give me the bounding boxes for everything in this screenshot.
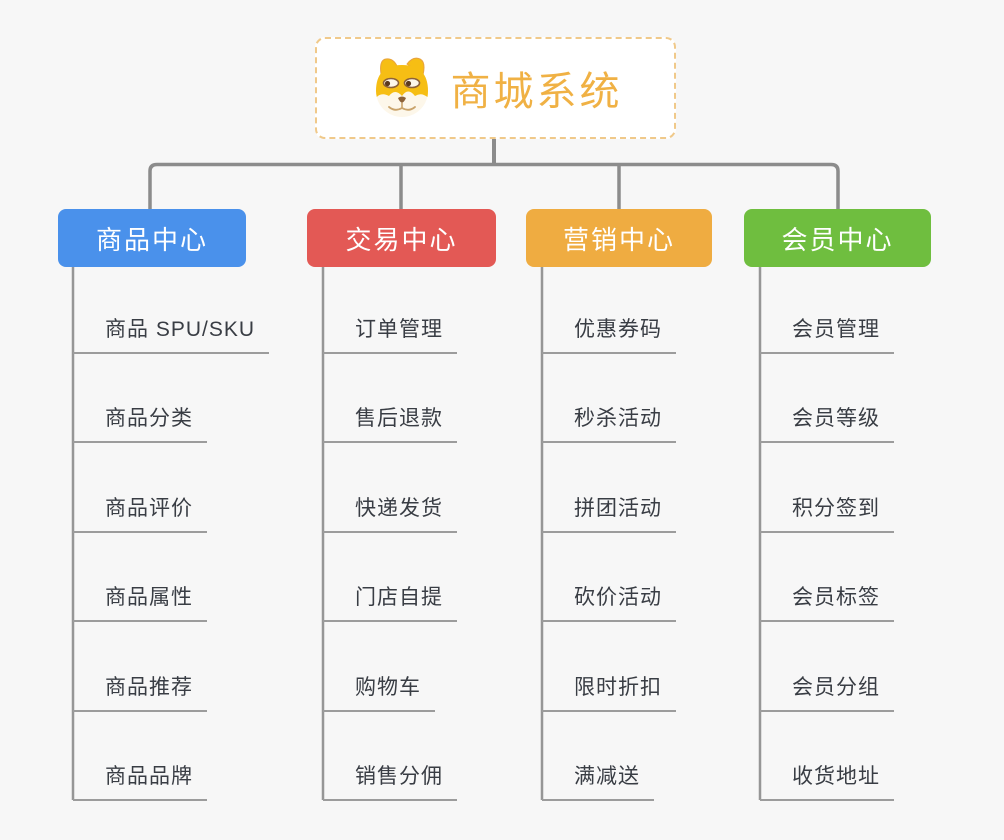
leaf-label: 商品分类	[73, 402, 207, 443]
leaf-node[interactable]: 满减送	[542, 712, 787, 801]
leaf-node[interactable]: 售后退款	[323, 354, 568, 443]
leaf-label: 会员管理	[760, 313, 894, 354]
root-node-mall-system[interactable]: 商城系统	[315, 37, 676, 139]
leaf-label: 购物车	[323, 671, 435, 712]
branch-label: 营销中心	[562, 224, 675, 255]
leaf-node[interactable]: 限时折扣	[542, 622, 787, 712]
leaf-node[interactable]: 砍价活动	[542, 533, 787, 622]
leaf-node[interactable]: 购物车	[323, 622, 568, 712]
leaf-label: 满减送	[542, 760, 654, 801]
leaf-node[interactable]: 优惠券码	[542, 264, 787, 354]
leaf-column-product: 商品 SPU/SKU 商品分类 商品评价 商品属性 商品推荐 商品品牌	[73, 264, 318, 801]
leaf-node[interactable]: 商品评价	[73, 443, 318, 533]
leaf-node[interactable]: 拼团活动	[542, 443, 787, 533]
branch-node-member-center[interactable]: 会员中心	[744, 209, 931, 267]
leaf-label: 销售分佣	[323, 760, 457, 801]
leaf-node[interactable]: 商品推荐	[73, 622, 318, 712]
leaf-column-trade: 订单管理 售后退款 快递发货 门店自提 购物车 销售分佣	[323, 264, 568, 801]
leaf-label: 售后退款	[323, 402, 457, 443]
leaf-label: 商品推荐	[73, 671, 207, 712]
leaf-label: 商品属性	[73, 581, 207, 622]
leaf-label: 商品评价	[73, 492, 207, 533]
leaf-node[interactable]: 订单管理	[323, 264, 568, 354]
leaf-label: 快递发货	[323, 492, 457, 533]
leaf-node[interactable]: 秒杀活动	[542, 354, 787, 443]
leaf-node[interactable]: 收货地址	[760, 712, 1004, 801]
leaf-label: 砍价活动	[542, 581, 676, 622]
leaf-node[interactable]: 会员管理	[760, 264, 1004, 354]
root-title: 商城系统	[450, 70, 623, 114]
dog-face-icon	[375, 57, 428, 117]
leaf-node[interactable]: 销售分佣	[323, 712, 568, 801]
branch-label: 交易中心	[345, 224, 458, 255]
leaf-label: 会员等级	[760, 402, 894, 443]
leaf-node[interactable]: 商品属性	[73, 533, 318, 622]
leaf-node[interactable]: 积分签到	[760, 443, 1004, 533]
leaf-label: 限时折扣	[542, 671, 676, 712]
leaf-node[interactable]: 商品 SPU/SKU	[73, 264, 318, 354]
leaf-node[interactable]: 快递发货	[323, 443, 568, 533]
leaf-label: 优惠券码	[542, 313, 676, 354]
leaf-label: 收货地址	[760, 760, 894, 801]
leaf-label: 积分签到	[760, 492, 894, 533]
leaf-label: 秒杀活动	[542, 402, 676, 443]
leaf-column-member: 会员管理 会员等级 积分签到 会员标签 会员分组 收货地址	[760, 264, 1004, 801]
leaf-node[interactable]: 会员等级	[760, 354, 1004, 443]
leaf-label: 会员分组	[760, 671, 894, 712]
branch-label: 会员中心	[781, 224, 894, 255]
leaf-node[interactable]: 会员标签	[760, 533, 1004, 622]
branch-node-product-center[interactable]: 商品中心	[58, 209, 246, 267]
leaf-column-marketing: 优惠券码 秒杀活动 拼团活动 砍价活动 限时折扣 满减送	[542, 264, 787, 801]
leaf-node[interactable]: 商品品牌	[73, 712, 318, 801]
branch-node-trade-center[interactable]: 交易中心	[307, 209, 496, 267]
leaf-label: 门店自提	[323, 581, 457, 622]
leaf-label: 商品 SPU/SKU	[73, 313, 270, 354]
leaf-node[interactable]: 会员分组	[760, 622, 1004, 712]
branch-node-marketing-center[interactable]: 营销中心	[526, 209, 712, 267]
leaf-node[interactable]: 商品分类	[73, 354, 318, 443]
leaf-node[interactable]: 门店自提	[323, 533, 568, 622]
leaf-label: 会员标签	[760, 581, 894, 622]
leaf-label: 订单管理	[323, 313, 457, 354]
branch-label: 商品中心	[95, 224, 208, 255]
leaf-label: 拼团活动	[542, 492, 676, 533]
leaf-label: 商品品牌	[73, 760, 207, 801]
